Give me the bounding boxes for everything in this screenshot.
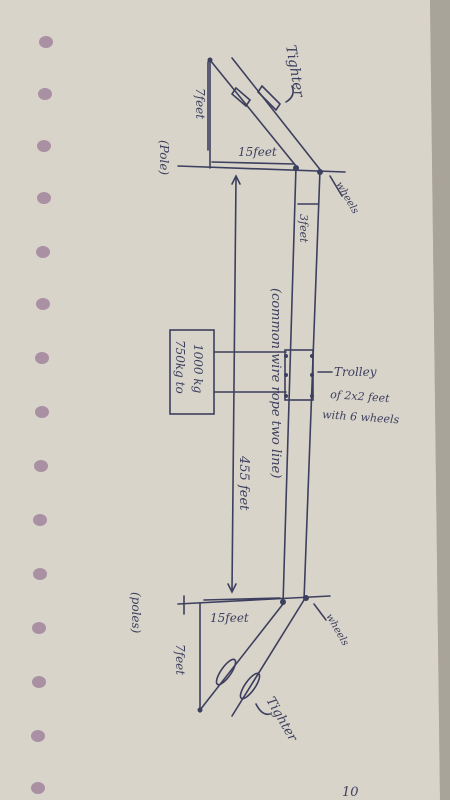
label-trolley-line1: Trolley [334, 365, 377, 379]
top-tighter-line-1 [209, 59, 297, 167]
label-15feet-top: 15feet [238, 145, 277, 159]
top-tighter-line-2 [231, 57, 323, 173]
binder-hole [31, 730, 45, 742]
top-turnbuckle-right [256, 84, 282, 112]
label-pole-top: (Pole) [157, 140, 171, 175]
label-455feet: 455 feet [236, 455, 251, 511]
paper-edge-shadow [430, 0, 450, 800]
trolley-wheel-dot [310, 373, 314, 377]
binder-hole [31, 782, 45, 794]
dim-15feet-top-line [211, 161, 295, 165]
dim-455feet-line [231, 177, 237, 591]
dim-15feet-bottom-line [203, 597, 281, 601]
binder-hole [33, 568, 47, 580]
trolley-wheel-dot [310, 354, 314, 358]
binder-hole [32, 622, 46, 634]
binder-hole [37, 192, 51, 204]
label-load-line1: 750kg to [173, 340, 187, 394]
wheel-dot [293, 165, 299, 171]
binder-hole [36, 246, 50, 258]
label-trolley-line3: with 6 wheels [322, 408, 400, 426]
label-7feet-top: 7feet [193, 88, 207, 119]
top-pole-line [177, 165, 346, 173]
binder-hole [32, 676, 46, 688]
bottom-turnbuckle-left [215, 658, 237, 686]
top-turnbuckle-left [230, 86, 252, 108]
label-pole-bottom: (poles) [129, 592, 143, 634]
binder-hole [39, 36, 53, 48]
trolley-wheel-dot [284, 394, 288, 398]
label-load-line2: 1000 kg [191, 344, 205, 394]
label-wire-rope: (common wire rope two line) [268, 288, 283, 478]
bottom-tighter-line-1 [199, 603, 284, 711]
label-3feet: 3feet [297, 214, 310, 243]
paper-sheet [0, 0, 440, 800]
wheels-pointer-top [329, 175, 343, 197]
bottom-turnbuckle-right [239, 672, 261, 700]
wire-rope-line-left [282, 165, 297, 605]
binder-hole [36, 298, 50, 310]
load-box [169, 329, 215, 415]
trolley-wheel-dot [310, 394, 314, 398]
label-7feet-bottom: 7feet [173, 644, 187, 675]
label-trolley-line2: of 2x2 feet [330, 388, 391, 405]
binder-hole [34, 460, 48, 472]
pole-bottom-dot [197, 707, 203, 713]
binder-hole [38, 88, 52, 100]
tighter-pointer-bottom [255, 703, 271, 716]
dim-455-arrow-top [231, 174, 241, 185]
binder-hole [33, 514, 47, 526]
label-15feet-bottom: 15feet [210, 611, 249, 625]
bottom-tighter-line-2 [231, 599, 305, 717]
binder-hole [35, 406, 49, 418]
wheel-dot [317, 169, 323, 175]
wheel-dot [280, 599, 286, 605]
binder-hole [37, 140, 51, 152]
dim-455-arrow-bottom [227, 583, 237, 594]
binder-hole [35, 352, 49, 364]
trolley-wheel-dot [284, 354, 288, 358]
pole-top-dot [207, 57, 213, 63]
wheels-pointer-bottom [313, 603, 327, 621]
binder-holes [31, 36, 53, 794]
wire-rope-line-right [303, 169, 321, 601]
tighter-pointer-top [285, 85, 294, 103]
joint-dots [197, 57, 323, 713]
label-corner-number: 10 [342, 785, 359, 800]
wheel-dot [303, 595, 309, 601]
trolley-wheel-dot [284, 373, 288, 377]
